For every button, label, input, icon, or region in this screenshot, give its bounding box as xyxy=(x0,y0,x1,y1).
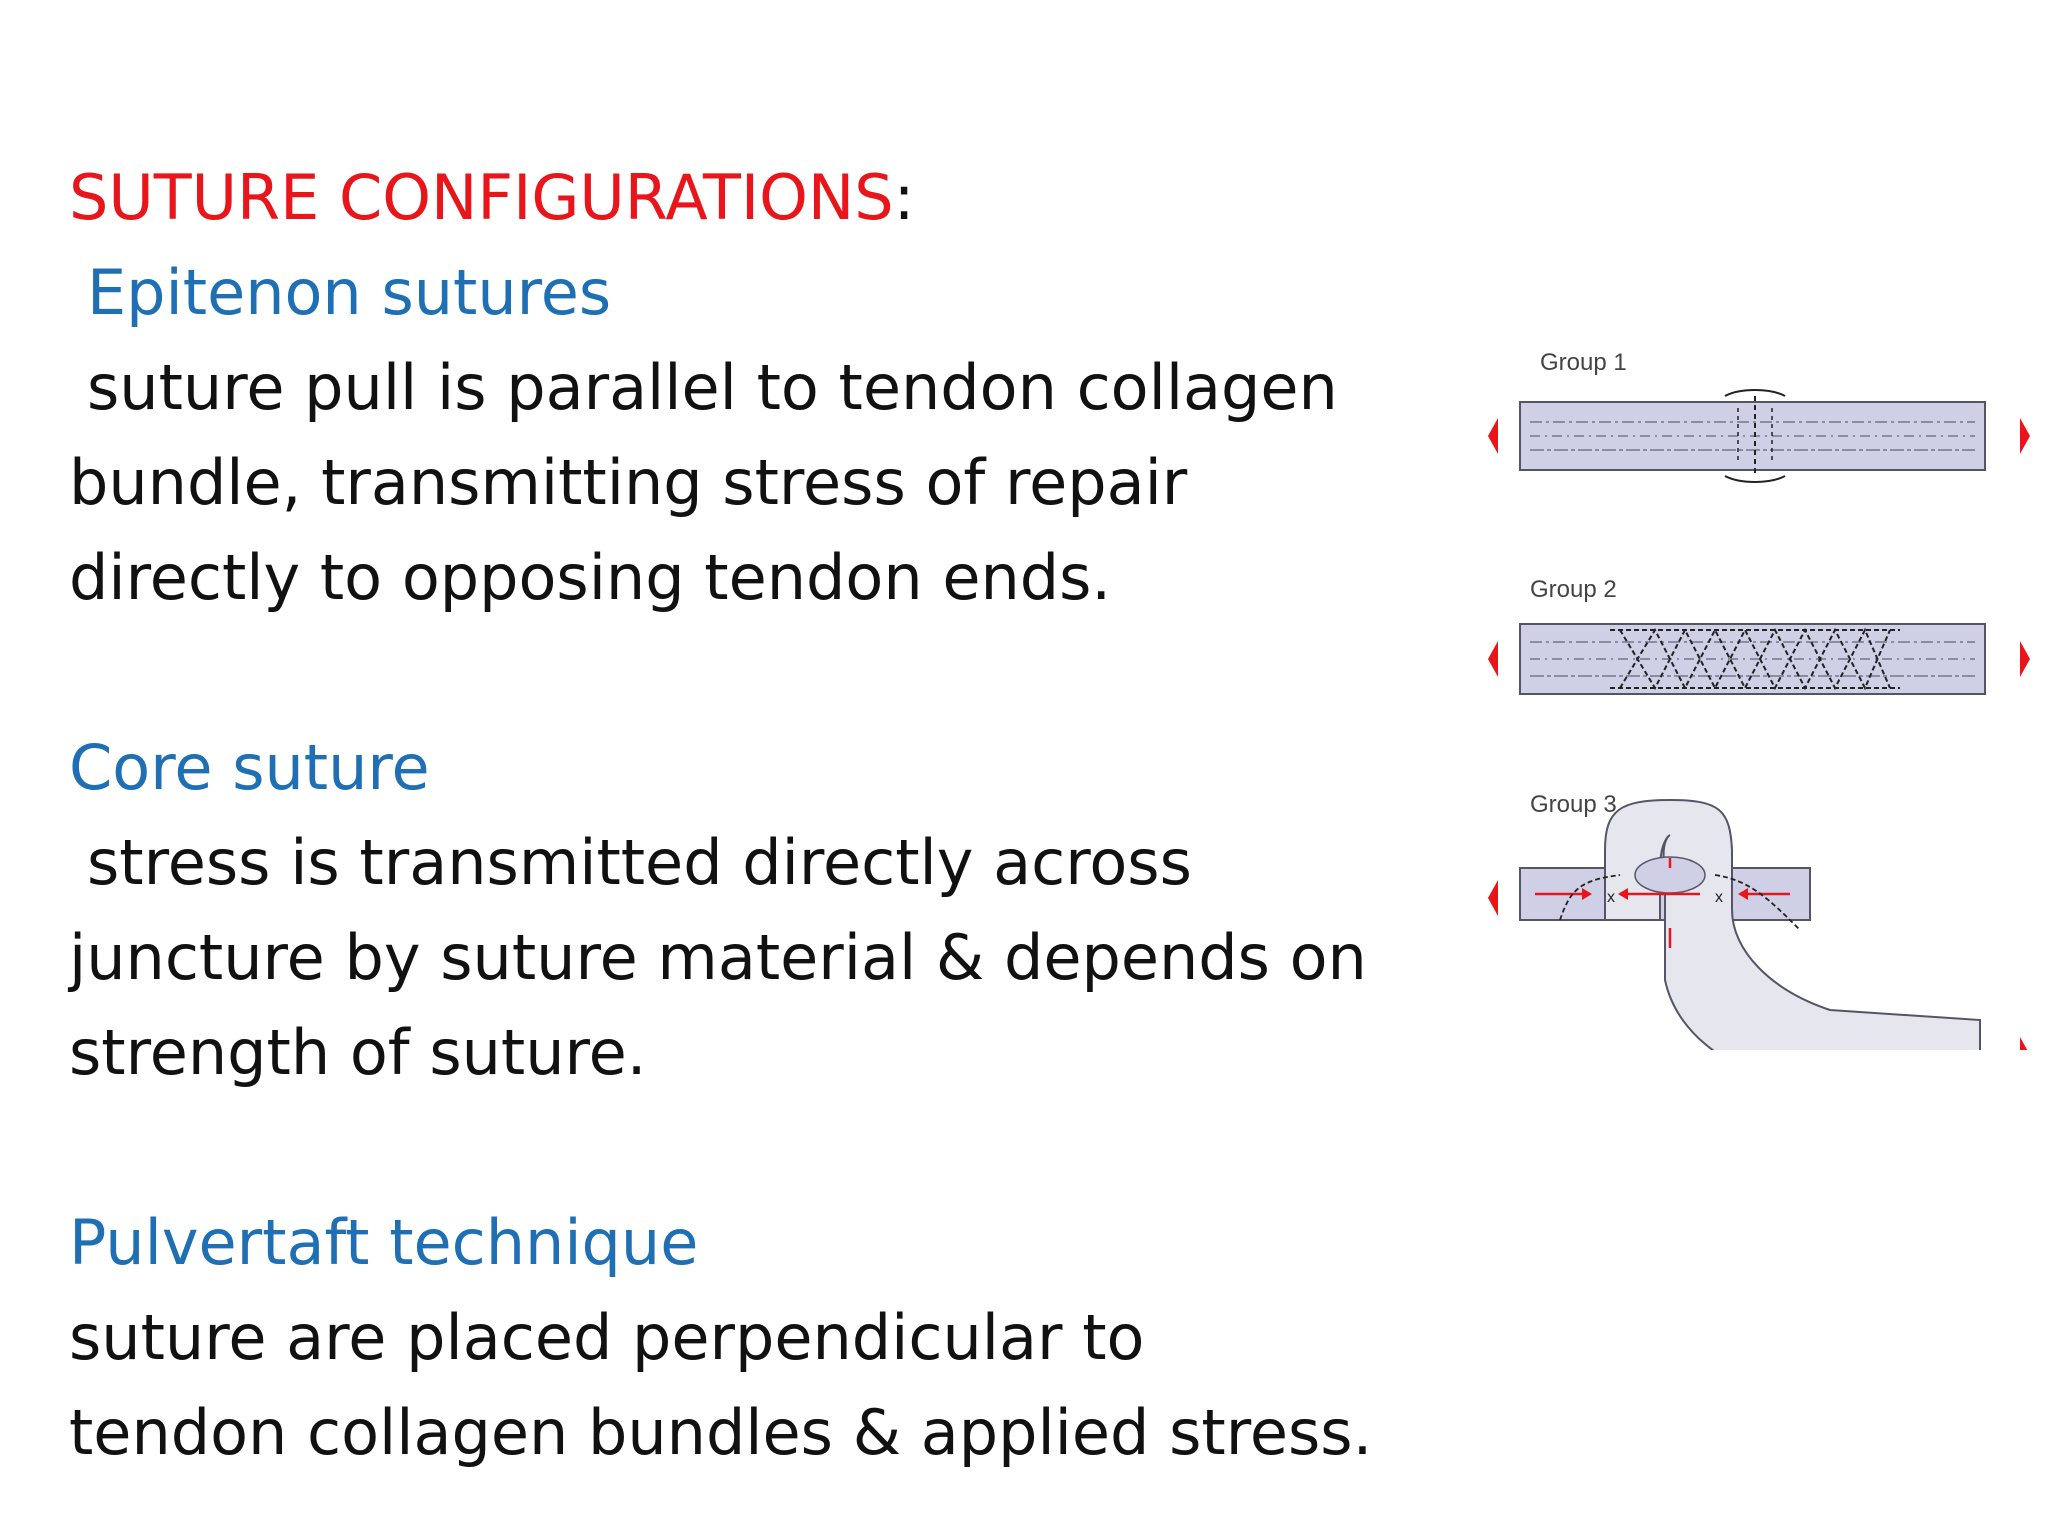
section-heading-core: Core suture xyxy=(69,731,430,804)
svg-text:x: x xyxy=(1715,889,1723,906)
section-heading-pulvertaft: Pulvertaft technique xyxy=(69,1206,699,1279)
group-1-right-arrow xyxy=(2020,418,2030,454)
section-text-line: juncture by suture material & depends on xyxy=(69,921,1367,994)
group-2-left-arrow xyxy=(1488,641,1498,677)
group-1-label: Group 1 xyxy=(1540,349,1627,376)
section-text-line: stress is transmitted directly across xyxy=(87,826,1192,899)
section-text-line: suture pull is parallel to tendon collag… xyxy=(87,351,1338,424)
section-text-line: bundle, transmitting stress of repair xyxy=(69,446,1188,519)
group-3-label: Group 3 xyxy=(1530,791,1617,818)
group-3-left-arrow xyxy=(1488,880,1498,916)
group-1-tendon xyxy=(1519,389,1986,483)
section-text-line: strength of suture. xyxy=(69,1016,647,1089)
group-3-tendon: x x xyxy=(1519,798,1981,1050)
section-text-line: directly to opposing tendon ends. xyxy=(69,541,1112,614)
group-2-label: Group 2 xyxy=(1530,576,1617,603)
slide-title-line: SUTURE CONFIGURATIONS: xyxy=(69,150,1469,245)
slide-text: SUTURE CONFIGURATIONS: Epitenon sutures … xyxy=(69,150,1469,1480)
section-heading-epitenon: Epitenon sutures xyxy=(87,256,612,329)
slide-title-colon: : xyxy=(893,161,915,234)
group-3-right-arrow xyxy=(2020,1037,2028,1050)
group-1-left-arrow xyxy=(1488,418,1498,454)
svg-text:x: x xyxy=(1607,889,1615,906)
group-2-tendon xyxy=(1519,623,1986,695)
group-2-right-arrow xyxy=(2020,641,2030,677)
suture-diagram: Group 1 Group 2 xyxy=(1488,349,2030,1050)
spacer xyxy=(69,625,1469,720)
suture-groups-figure: Group 1 Group 2 xyxy=(1470,330,2040,1050)
section-text-line: tendon collagen bundles & applied stress… xyxy=(69,1396,1373,1469)
section-text-line: suture are placed perpendicular to xyxy=(69,1301,1145,1374)
slide-title: SUTURE CONFIGURATIONS xyxy=(69,161,894,234)
spacer xyxy=(69,1100,1469,1195)
